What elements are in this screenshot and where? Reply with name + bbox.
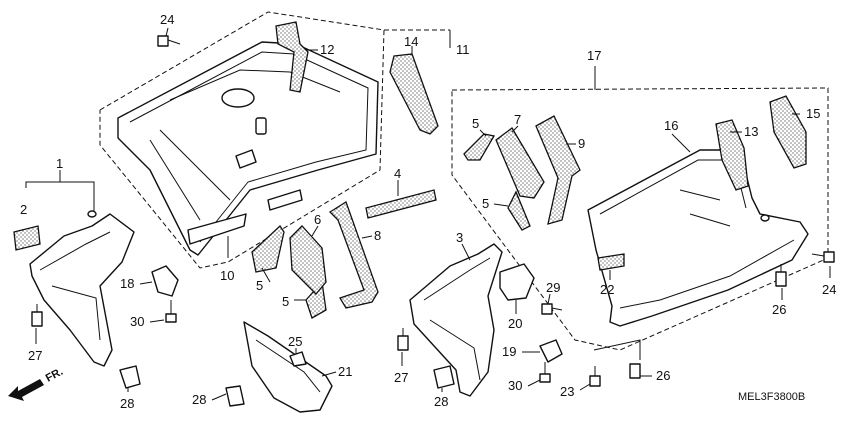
- callout-11: 11: [456, 42, 470, 57]
- bracket-1: [25, 181, 95, 212]
- callout-24a: 24: [160, 12, 174, 27]
- diagram-code: MEL3F3800B: [738, 391, 805, 403]
- callout-9: 9: [578, 136, 585, 151]
- bolt-23: [589, 366, 601, 387]
- lead-5c: [479, 129, 487, 137]
- assembly-11-outline: [99, 11, 385, 269]
- lead-30b: [527, 379, 541, 387]
- callout-24b: 24: [822, 282, 836, 297]
- sponge-8: [328, 201, 379, 309]
- callout-13: 13: [744, 124, 758, 139]
- callout-3: 3: [456, 230, 463, 245]
- lower-cowl-16: [587, 149, 809, 327]
- callout-1: 1: [56, 156, 63, 171]
- callout-28a: 28: [120, 396, 134, 411]
- lead-18: [139, 281, 153, 285]
- callout-30b: 30: [508, 378, 522, 393]
- lead-21: [321, 371, 337, 377]
- clip-28b: [225, 385, 245, 407]
- sponge-5c: [463, 133, 496, 161]
- clip-27a: [31, 304, 43, 327]
- sponge-22: [597, 253, 625, 271]
- callout-28b: 28: [192, 392, 206, 407]
- bolt-30b: [539, 362, 551, 383]
- lead-30a: [149, 319, 165, 323]
- callout-30a: 30: [130, 314, 144, 329]
- lead-23-26: [593, 339, 641, 360]
- clip-27b: [397, 328, 409, 351]
- front-arrow-icon: [8, 379, 44, 401]
- callout-2: 2: [20, 202, 27, 217]
- sponge-15: [769, 95, 807, 169]
- lead-24a: [165, 27, 169, 37]
- callout-12: 12: [320, 42, 334, 57]
- callout-15: 15: [806, 106, 820, 121]
- callout-26a: 26: [772, 302, 786, 317]
- clip-25: [289, 351, 307, 367]
- lead-8: [361, 235, 373, 239]
- lead-16: [671, 133, 691, 153]
- screw-24b: [811, 251, 835, 263]
- callout-27a: 27: [28, 348, 42, 363]
- clip-26a: [775, 264, 787, 287]
- callout-4: 4: [394, 166, 401, 181]
- callout-18: 18: [120, 276, 134, 291]
- callout-25: 25: [288, 334, 302, 349]
- callout-7: 7: [514, 112, 521, 127]
- lead-5d: [493, 203, 509, 207]
- sponge-14: [389, 53, 439, 135]
- sponge-2: [13, 225, 41, 251]
- front-label: FR.: [44, 366, 65, 385]
- side-cover-3: [409, 243, 503, 397]
- lead-29: [547, 293, 551, 305]
- sponge-5d: [507, 190, 531, 231]
- sponge-6: [289, 225, 327, 295]
- callout-20: 20: [508, 316, 522, 331]
- sponge-9: [535, 115, 581, 225]
- bolt-30a: [165, 300, 177, 323]
- lead-7: [511, 125, 519, 133]
- sponge-12: [275, 21, 309, 93]
- lead-5a: [261, 267, 271, 283]
- clip-19: [539, 339, 563, 363]
- sponge-4: [365, 189, 437, 219]
- clip-18: [151, 265, 179, 297]
- callout-22: 22: [600, 282, 614, 297]
- clip-28a: [119, 365, 141, 389]
- assembly-17-outline: [451, 87, 829, 351]
- callout-5d: 5: [482, 196, 489, 211]
- side-cover-1: [29, 210, 135, 367]
- callout-5b: 5: [282, 294, 289, 309]
- callout-23: 23: [560, 384, 574, 399]
- callout-6: 6: [314, 212, 321, 227]
- callout-10: 10: [220, 268, 234, 283]
- lead-6: [311, 225, 319, 237]
- bracket-20: [499, 263, 535, 301]
- callout-5c: 5: [472, 116, 479, 131]
- callout-5a: 5: [256, 278, 263, 293]
- sponge-5a: [251, 225, 285, 273]
- callout-26b: 26: [656, 368, 670, 383]
- callout-27b: 27: [394, 370, 408, 385]
- callout-14: 14: [404, 34, 418, 49]
- lower-cover-21: [243, 321, 333, 413]
- callout-29: 29: [546, 280, 560, 295]
- lead-23: [579, 383, 591, 391]
- clip-26b: [629, 363, 641, 379]
- bolt-29: [541, 303, 563, 315]
- callout-28c: 28: [434, 394, 448, 409]
- callout-8: 8: [374, 228, 381, 243]
- callout-21: 21: [338, 364, 352, 379]
- lead-28b: [211, 393, 227, 401]
- callout-16: 16: [664, 118, 678, 133]
- sponge-7: [495, 127, 545, 199]
- lead-3: [461, 243, 471, 261]
- callout-17: 17: [587, 48, 601, 63]
- callout-19: 19: [502, 344, 516, 359]
- sponge-13: [715, 119, 749, 191]
- clip-28c: [433, 365, 455, 389]
- screw-24a: [157, 35, 181, 47]
